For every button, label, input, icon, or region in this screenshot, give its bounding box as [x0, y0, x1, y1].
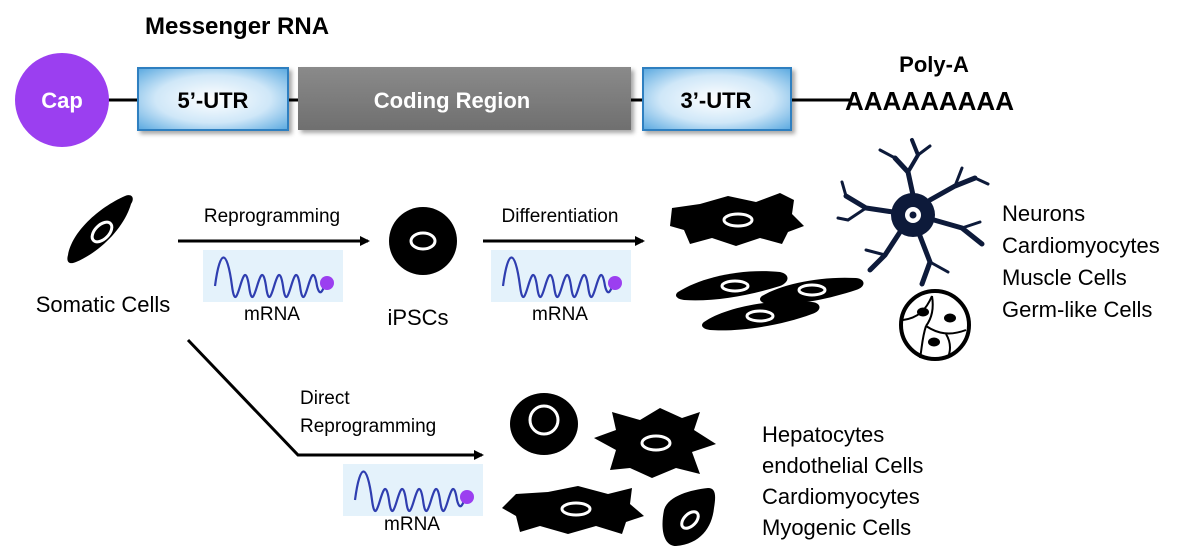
mrna-label-reprogramming: mRNA: [244, 304, 300, 325]
mrna-label-differentiation: mRNA: [532, 304, 588, 325]
polya-sequence: AAAAAAAAA: [845, 86, 1014, 116]
somatic-cell-icon: [67, 195, 133, 264]
muscle-cell-icon-4: [702, 301, 820, 331]
somatic-cells-label: Somatic Cells: [36, 292, 170, 317]
differentiated-cell-item: Muscle Cells: [1002, 265, 1127, 290]
direct-cell-item: Cardiomyocytes: [762, 484, 920, 509]
direct-label-line1: Direct: [300, 388, 350, 409]
cap-label: Cap: [41, 88, 83, 113]
ipsc-cell-icon: [389, 207, 457, 275]
direct-cell-item: endothelial Cells: [762, 453, 923, 478]
direct-reprogramming-arrow: [186, 338, 484, 460]
germ-like-cell-icon: [899, 289, 971, 361]
mrna-wave-icon-differentiation: [489, 248, 633, 304]
differentiation-label: Differentiation: [502, 206, 619, 227]
cardiomyocyte-cell-icon: [502, 486, 644, 534]
direct-cell-item: Hepatocytes: [762, 422, 884, 447]
polya-label: Poly-A: [899, 52, 969, 77]
direct-cell-item: Myogenic Cells: [762, 515, 911, 540]
utr3-label: 3’-UTR: [681, 88, 752, 113]
mrna-label-direct: mRNA: [384, 514, 440, 535]
reprogramming-label: Reprogramming: [204, 206, 340, 227]
neuron-icon: [836, 138, 990, 287]
endothelial-cell-icon: [594, 408, 716, 478]
utr5-box: 5’-UTR: [137, 67, 289, 131]
differentiated-cell-item: Germ-like Cells: [1002, 297, 1152, 322]
differentiated-cell-item: Cardiomyocytes: [1002, 233, 1160, 258]
myogenic-cell-icon: [662, 488, 716, 546]
direct-cell-list: Hepatocytes endothelial Cells Cardiomyoc…: [762, 422, 923, 540]
differentiated-cell-item: Neurons: [1002, 201, 1085, 226]
muscle-cell-icon-1: [670, 193, 804, 246]
muscle-cell-icon-2: [676, 271, 788, 301]
utr3-box: 3’-UTR: [642, 67, 792, 131]
utr5-label: 5’-UTR: [178, 88, 249, 113]
ipscs-label: iPSCs: [387, 305, 448, 330]
mrna-title: Messenger RNA: [145, 13, 329, 40]
cap-node: Cap: [15, 53, 109, 147]
mrna-wave-icon-reprogramming: [201, 248, 345, 304]
hepatocyte-cell-icon: [510, 393, 578, 455]
coding-region-box: Coding Region: [298, 67, 631, 130]
mrna-wave-icon-direct: [341, 462, 485, 518]
direct-label-line2: Reprogramming: [300, 416, 436, 437]
muscle-cell-icon-3: [760, 277, 864, 305]
coding-region-label: Coding Region: [374, 88, 530, 113]
differentiated-cell-list: Neurons Cardiomyocytes Muscle Cells Germ…: [1002, 201, 1160, 322]
